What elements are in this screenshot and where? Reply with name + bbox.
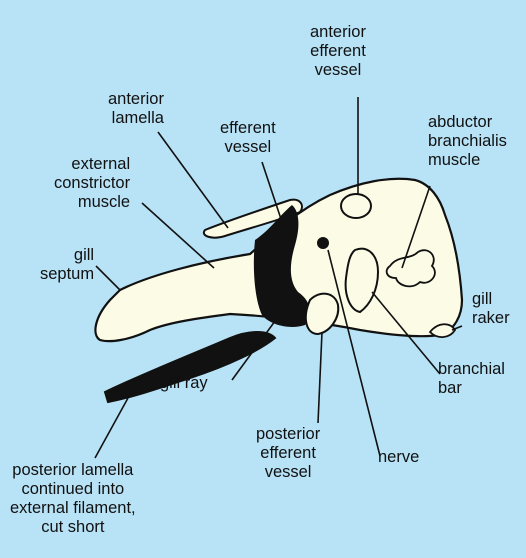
label-efferent-vessel: efferent vessel — [220, 119, 276, 157]
label-branchial-bar: branchial bar — [438, 360, 505, 398]
label-gill-raker: gill raker — [472, 290, 510, 328]
nerve-shape — [317, 237, 329, 249]
posterior-efferent-vessel-shape — [306, 294, 338, 334]
label-external-constrictor-muscle: external constrictor muscle — [54, 155, 130, 212]
label-gill-ray: gill ray — [160, 374, 208, 393]
label-posterior-efferent-vessel: posterior efferent vessel — [256, 425, 320, 482]
label-anterior-efferent-vessel: anterior efferent vessel — [310, 23, 366, 80]
label-anterior-lamella: anterior lamella — [108, 90, 164, 128]
anterior-efferent-vessel-shape — [341, 194, 371, 218]
leader-external-constrictor — [142, 203, 214, 268]
label-posterior-lamella: posterior lamella continued into externa… — [10, 461, 136, 537]
label-nerve: nerve — [378, 448, 419, 467]
leader-anterior-lamella — [158, 132, 228, 228]
leader-posterior-lamella — [95, 398, 128, 458]
leader-gill-septum — [96, 266, 120, 290]
label-abductor-branchialis-muscle: abductor branchialis muscle — [428, 113, 507, 170]
label-gill-septum: gill septum — [40, 246, 94, 284]
leader-posterior-efferent-vessel — [318, 332, 322, 423]
